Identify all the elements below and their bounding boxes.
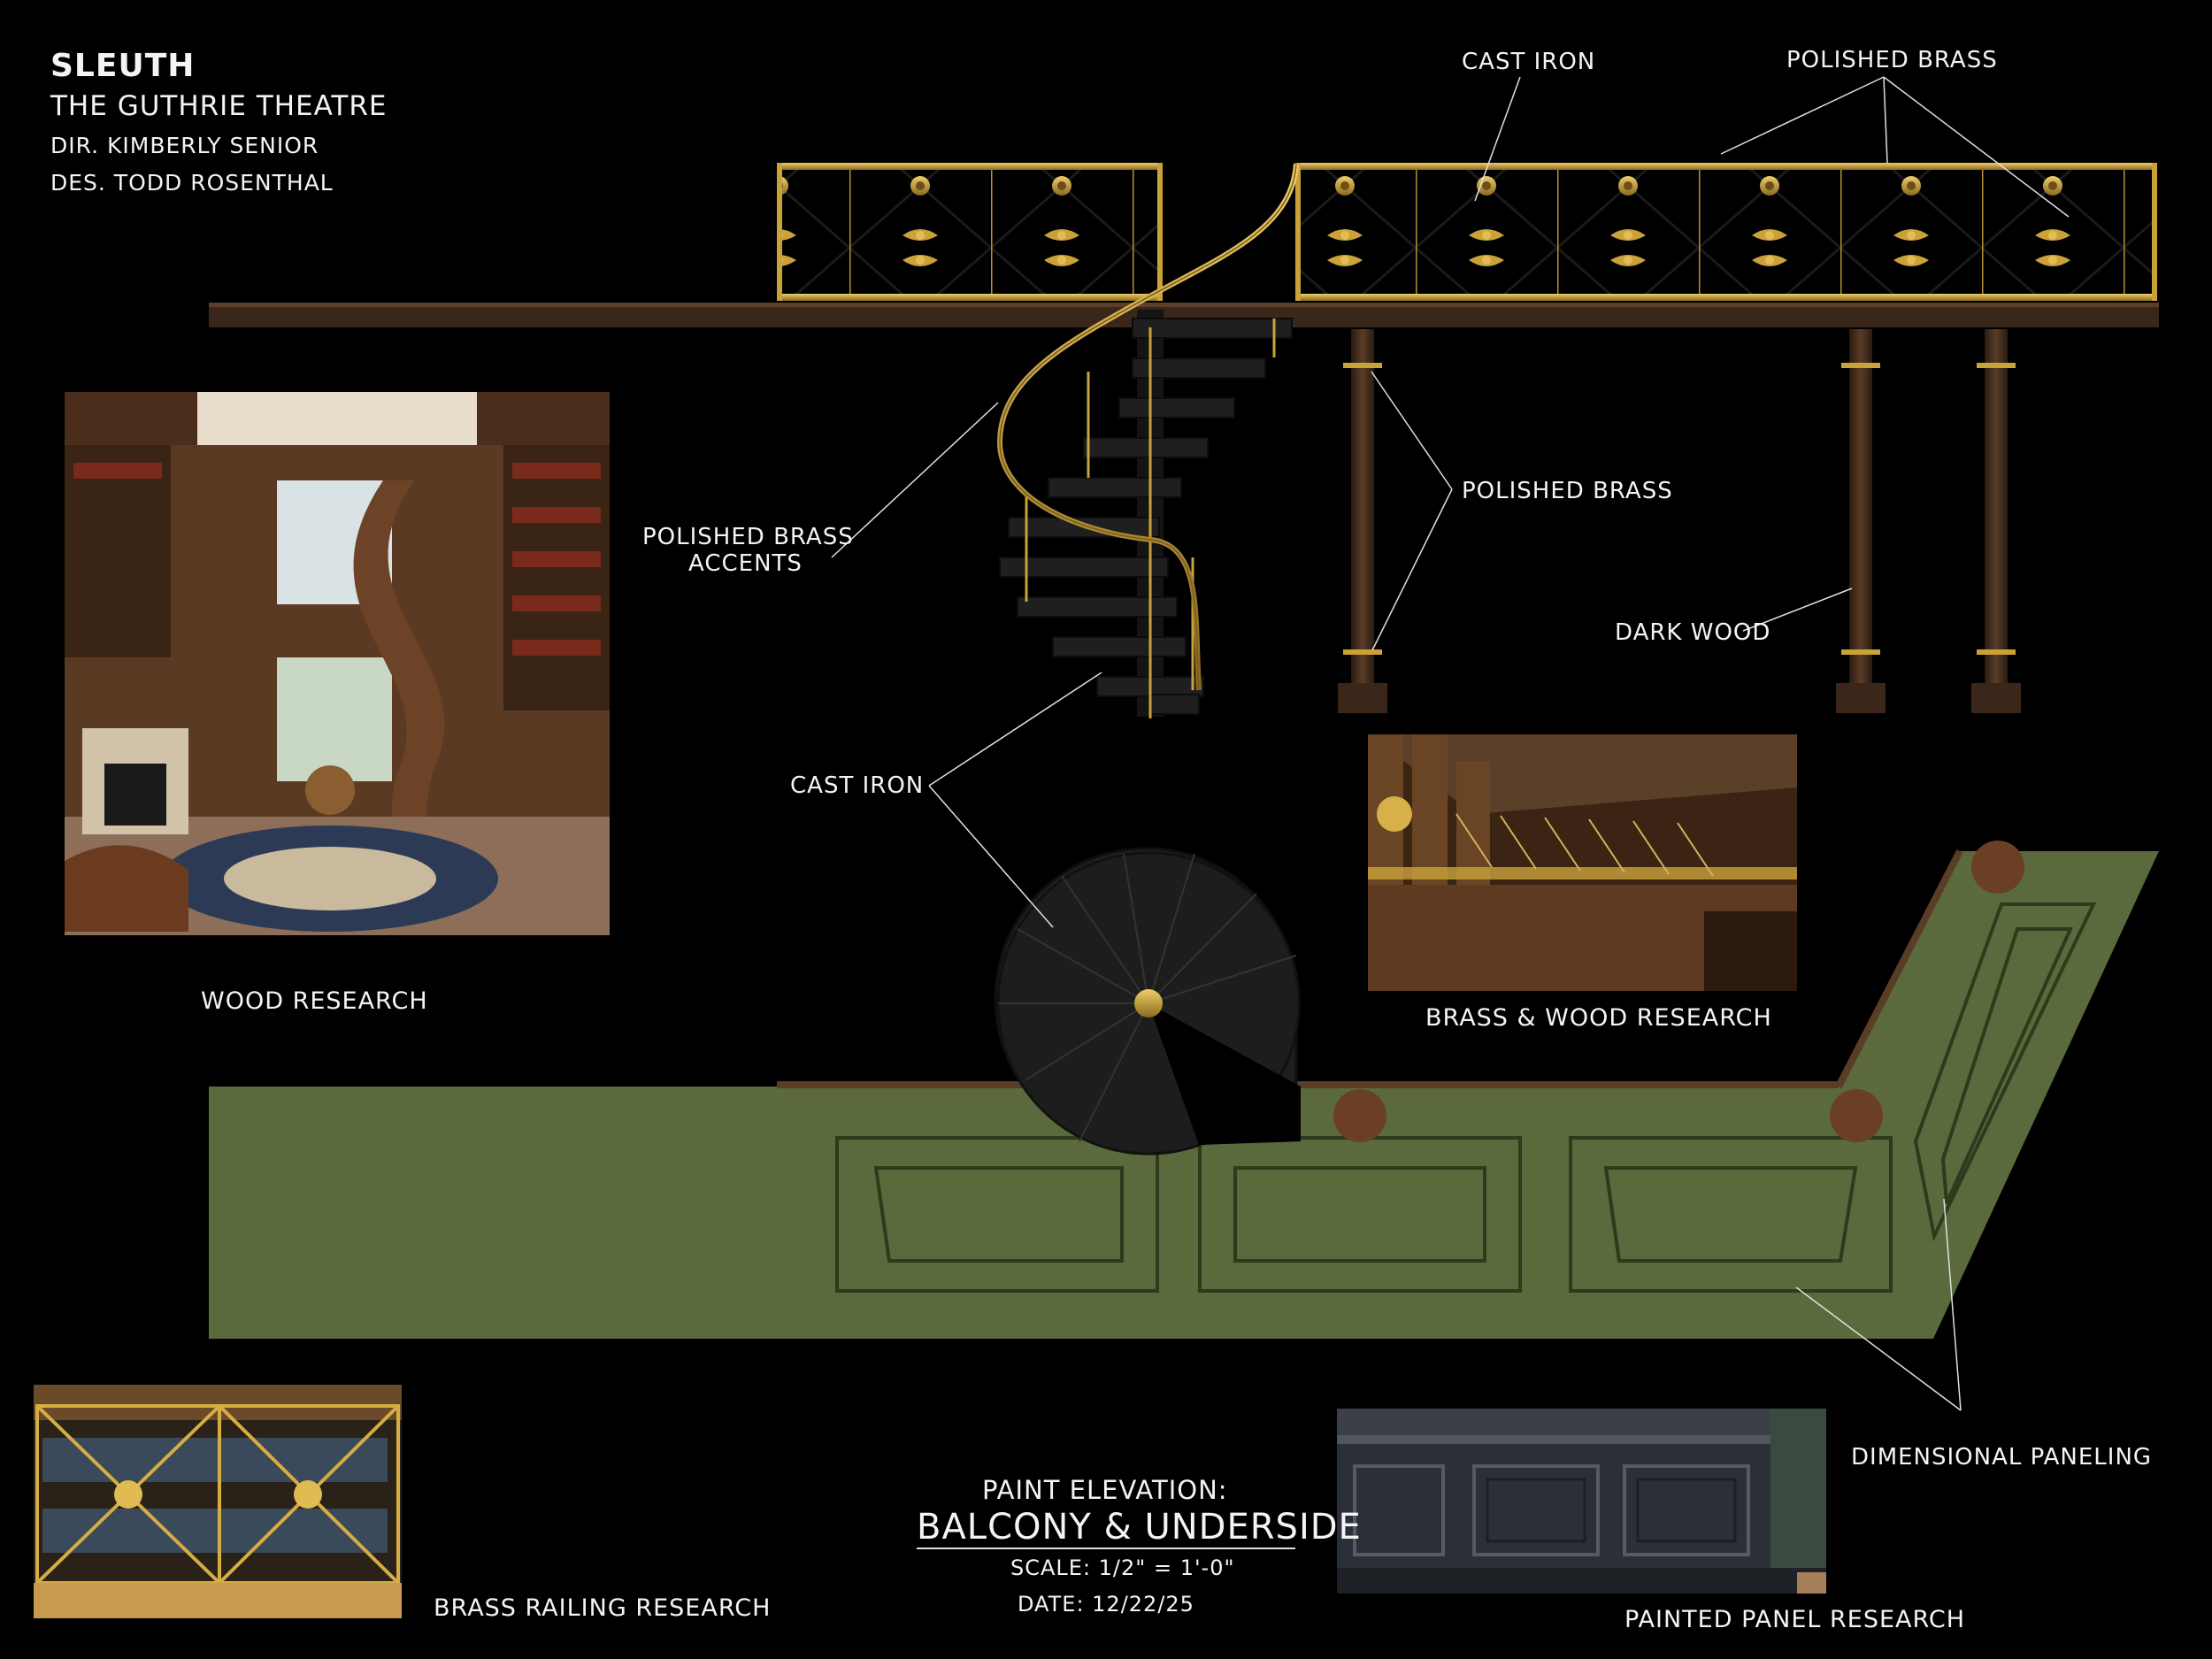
callout-polished-brass-accents-line1: POLISHED BRASS: [642, 524, 854, 550]
painted-panel-research-image: [1337, 1409, 1826, 1594]
railing-left: [777, 163, 1163, 301]
callout-polished-brass-railing: POLISHED BRASS: [1786, 47, 1998, 73]
column-2: [1836, 329, 1886, 713]
caption-painted-panel-research: PAINTED PANEL RESEARCH: [1624, 1606, 1966, 1633]
show-title: SLEUTH: [50, 48, 196, 84]
callout-cast-iron-railing: CAST IRON: [1462, 49, 1596, 75]
caption-wood-research: WOOD RESEARCH: [201, 987, 428, 1015]
callout-cast-iron-stair: CAST IRON: [790, 772, 925, 799]
designer-credit: DES. TODD ROSENTHAL: [50, 170, 334, 196]
theatre-name: THE GUTHRIE THEATRE: [50, 90, 388, 122]
callout-polished-brass-accents-line2: ACCENTS: [688, 550, 803, 577]
caption-brass-railing-research: BRASS RAILING RESEARCH: [434, 1594, 772, 1622]
railing-right: [1295, 163, 2157, 301]
callout-dimensional-paneling: DIMENSIONAL PANELING: [1851, 1444, 2153, 1471]
spiral-stair-plan: [994, 847, 1301, 1156]
caption-brass-wood-research: BRASS & WOOD RESEARCH: [1425, 1004, 1772, 1032]
columns: [1338, 329, 2021, 713]
column-1: [1338, 329, 1387, 713]
callout-polished-brass-columns: POLISHED BRASS: [1462, 478, 1673, 504]
plate-scale: SCALE: 1/2" = 1'-0": [1010, 1555, 1235, 1580]
plate-title-line1: PAINT ELEVATION:: [982, 1475, 1228, 1505]
leader-lines: [831, 76, 2070, 1411]
plate-title-underline: [917, 1548, 1295, 1549]
wood-research-image: [65, 392, 610, 935]
plate-date: DATE: 12/22/25: [1018, 1592, 1194, 1617]
brass-railing-research-image: [34, 1385, 402, 1618]
column-3: [1971, 329, 2021, 713]
spiral-stair-elevation: [996, 163, 1299, 718]
brass-wood-research-image: [1368, 734, 1797, 991]
director-credit: DIR. KIMBERLY SENIOR: [50, 133, 319, 158]
plate-title-line2: BALCONY & UNDERSIDE: [917, 1507, 1362, 1548]
callout-dark-wood: DARK WOOD: [1615, 619, 1771, 646]
